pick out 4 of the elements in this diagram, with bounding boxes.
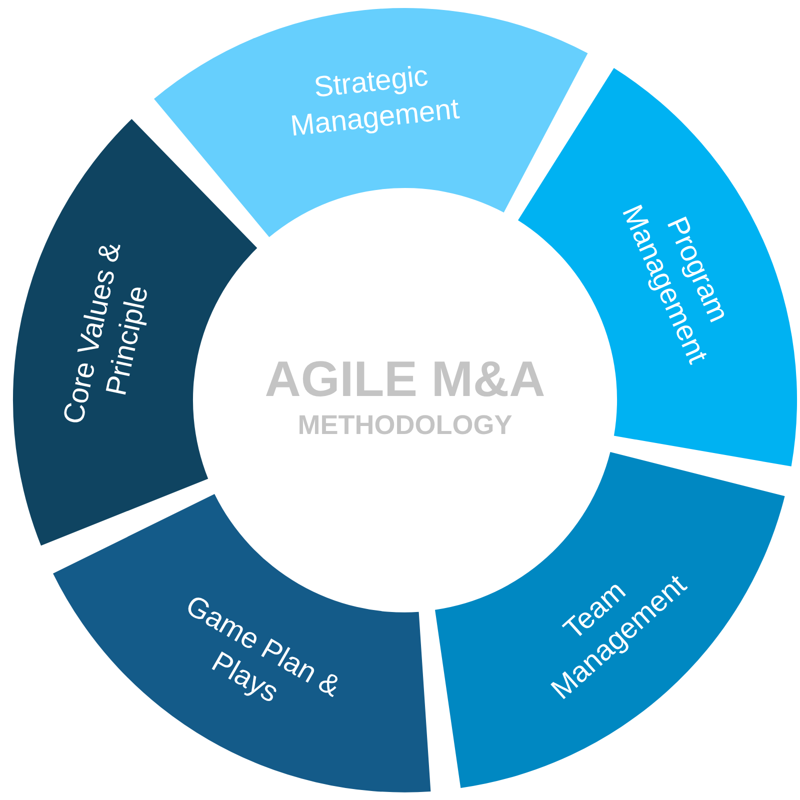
center-title: AGILE M&A	[264, 350, 546, 408]
segment-label: Core Values & Principle	[56, 238, 156, 430]
segment-label: Strategic Management	[288, 58, 462, 144]
center-subtitle: METHODOLOGY	[296, 409, 514, 442]
